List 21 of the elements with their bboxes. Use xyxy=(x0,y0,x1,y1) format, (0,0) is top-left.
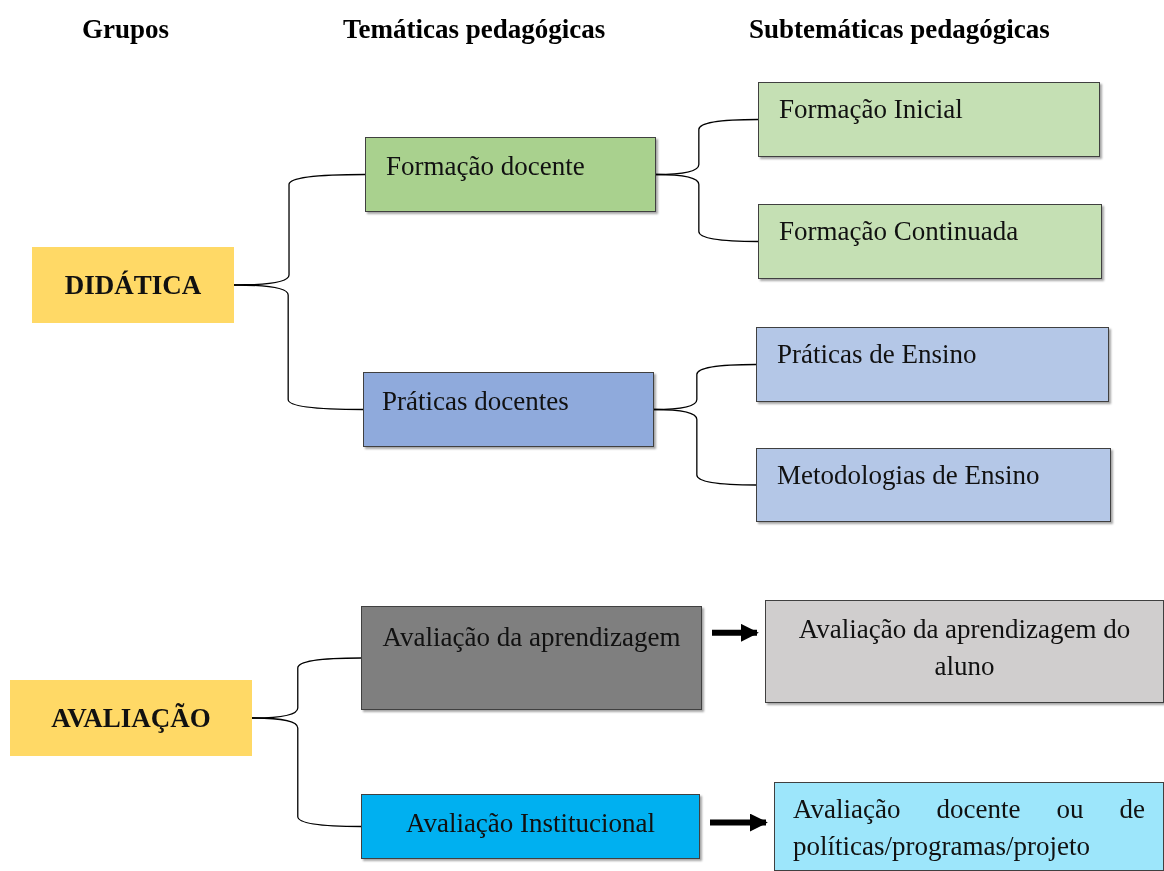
arrow xyxy=(710,813,768,832)
topic-box: Avaliação docente ou de políticas/programas/projeto xyxy=(774,782,1164,871)
arrow xyxy=(712,623,759,642)
curly-brace xyxy=(655,173,759,243)
group-box: AVALIAÇÃO xyxy=(10,680,252,756)
topic-box: Avaliação da aprendizagem xyxy=(361,606,702,710)
topic-box: Formação Inicial xyxy=(758,82,1100,157)
topic-box: Práticas docentes xyxy=(363,372,654,447)
column-header: Grupos xyxy=(82,14,170,45)
curly-brace xyxy=(251,717,362,828)
curly-brace xyxy=(653,408,757,486)
topic-box: Metodologias de Ensino xyxy=(756,448,1111,522)
group-box: DIDÁTICA xyxy=(32,247,234,323)
topic-box: Avaliação Institucional xyxy=(361,794,700,859)
column-header: Subtemáticas pedagógicas xyxy=(749,14,1050,45)
column-header: Temáticas pedagógicas xyxy=(343,14,606,45)
topic-box: Práticas de Ensino xyxy=(756,327,1109,402)
topic-box: Avaliação da aprendizagem do aluno xyxy=(765,600,1164,703)
curly-brace xyxy=(233,284,364,411)
topic-box: Formação docente xyxy=(365,137,656,212)
topic-box: Formação Continuada xyxy=(758,204,1102,279)
